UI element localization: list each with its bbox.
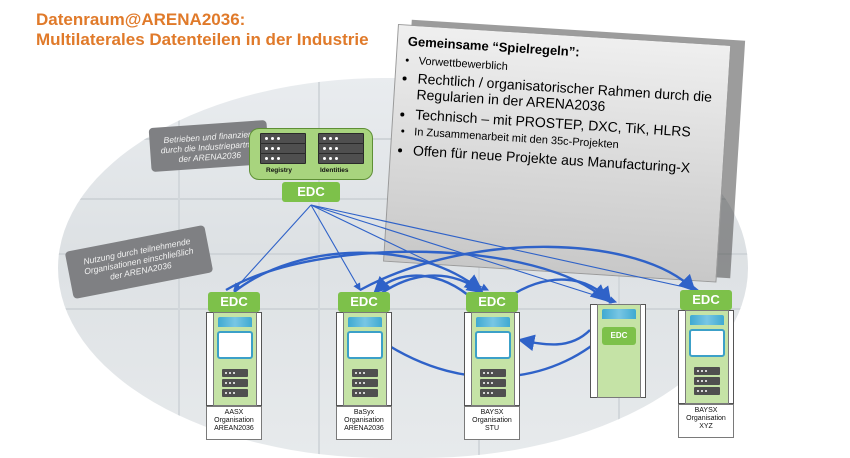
node-server-icon <box>694 367 720 375</box>
robot-arm-icon <box>689 329 725 357</box>
org-owner: STU <box>485 425 499 433</box>
robot-arm-icon <box>347 331 383 359</box>
node-server-icon <box>352 369 378 377</box>
title-line-1: Datenraum@ARENA2036: <box>36 10 246 29</box>
org-type: Organisation <box>214 417 254 425</box>
node-edc-badge: EDC <box>208 292 260 312</box>
arrow-central-to-basyx <box>310 204 361 291</box>
org-owner: ARENA2036 <box>344 425 384 433</box>
node-server-icon <box>222 389 248 397</box>
org-label-box: BaSyx Organisation ARENA2036 <box>336 406 392 440</box>
connector-app-icon <box>348 317 382 327</box>
node-edc-badge: EDC <box>602 327 636 345</box>
identities-server-icon <box>318 153 364 164</box>
node-server-icon <box>222 379 248 387</box>
identities-label: Identities <box>320 167 349 174</box>
node-edc-badge: EDC <box>338 292 390 312</box>
node-server-icon <box>480 369 506 377</box>
node-server-icon <box>222 369 248 377</box>
connector-app-icon <box>602 309 636 319</box>
arrow-basyx-to-xyz <box>359 245 696 292</box>
node-edc-badge: EDC <box>466 292 518 312</box>
node-connector-inner <box>343 312 387 406</box>
node-server-icon <box>480 379 506 387</box>
connector-app-icon <box>476 317 510 327</box>
node-server-icon <box>694 387 720 395</box>
node-connector-inner: EDC <box>597 304 641 398</box>
org-name: AASX <box>224 409 244 416</box>
robot-arm-icon <box>217 331 253 359</box>
org-owner: XYZ <box>699 423 713 431</box>
node-edc-badge: EDC <box>680 290 732 310</box>
connector-app-icon <box>218 317 252 327</box>
node-connector-inner <box>213 312 257 406</box>
node-connector-inner <box>685 310 729 404</box>
org-type: Organisation <box>686 415 726 423</box>
node-connector-inner <box>471 312 515 406</box>
arrow-central-to-aasx <box>233 204 312 291</box>
registry-label: Registry <box>266 167 293 174</box>
node-server-icon <box>694 377 720 385</box>
arrow-stu-to-edc4 <box>504 278 612 304</box>
central-edc-badge: EDC <box>282 182 340 202</box>
node-server-icon <box>352 389 378 397</box>
org-label-box: BAYSX Organisation STU <box>464 406 520 440</box>
connector-app-icon <box>690 315 724 325</box>
org-type: Organisation <box>472 417 512 425</box>
org-type: Organisation <box>344 417 384 425</box>
arrow-edc4-to-stu <box>517 329 591 352</box>
robot-arm-icon <box>475 331 511 359</box>
org-name: BAYSX <box>480 409 504 416</box>
central-registry-box: Registry Identities <box>249 128 373 180</box>
node-server-icon <box>480 389 506 397</box>
arrow-aasx-to-edc4 <box>225 250 608 302</box>
node-server-icon <box>352 379 378 387</box>
org-name: BaSyx <box>353 409 375 416</box>
org-owner: AREAN2036 <box>214 425 254 433</box>
arrow-stu-to-basyx <box>373 274 475 301</box>
registry-server-icon <box>260 153 306 164</box>
org-label-box: AASX Organisation AREAN2036 <box>206 406 262 440</box>
org-name: BAYSX <box>694 407 718 414</box>
title-line-2: Multilaterales Datenteilen in der Indust… <box>36 30 369 49</box>
org-label-box: BAYSX Organisation XYZ <box>678 404 734 438</box>
